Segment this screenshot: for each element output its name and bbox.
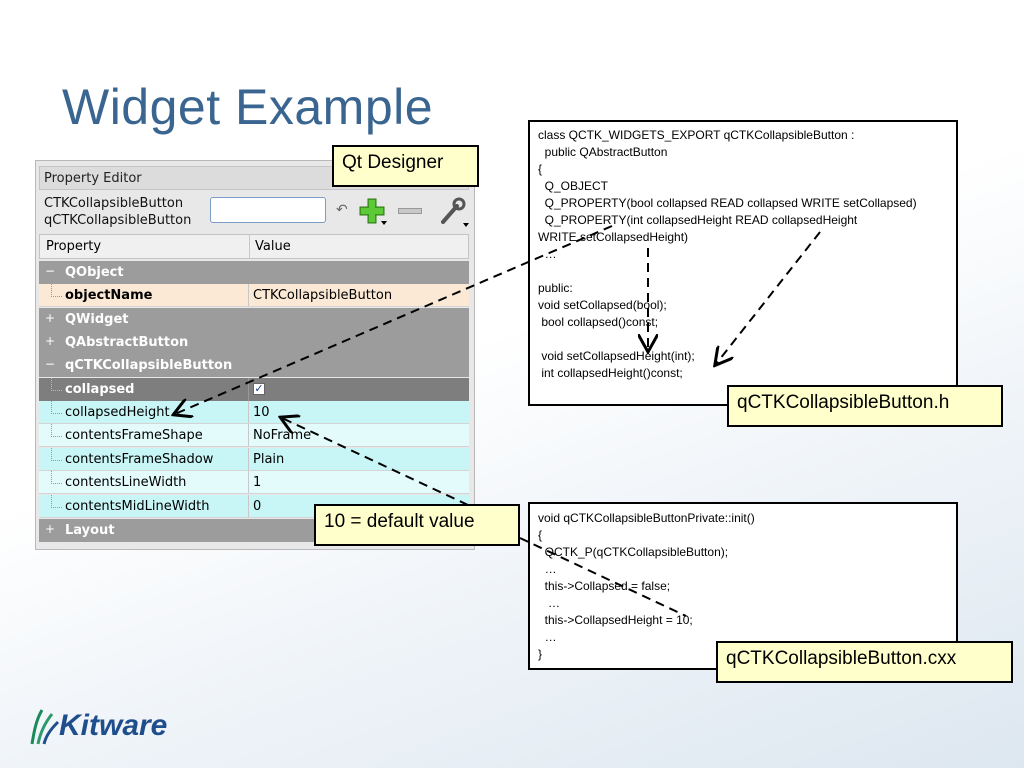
arrow-from-init [519,537,687,617]
remove-icon[interactable] [398,208,422,214]
code-line: Q_PROPERTY(bool collapsed READ collapsed… [538,196,917,210]
table-header: Property Value [39,234,469,259]
code-line: public QAbstractButton [538,145,668,159]
code-line: … [538,562,557,576]
sort-icon[interactable]: ↶ [336,202,348,218]
code-line: bool collapsed()const; [538,315,659,329]
property-row-objectname[interactable]: objectName CTKCollapsibleButton [39,284,469,307]
object-name-line-2: qCTKCollapsibleButton [44,213,192,228]
callout-default-value: 10 = default value [314,504,520,546]
object-name-display: CTKCollapsibleButton qCTKCollapsibleButt… [44,195,191,229]
column-header-value[interactable]: Value [249,235,470,258]
column-header-property[interactable]: Property [46,239,102,254]
kitware-logo: Kitware [28,706,167,750]
group-row-qobject[interactable]: − QObject [39,261,469,284]
add-icon[interactable] [357,196,387,230]
property-editor-title: Property Editor [44,171,142,186]
expand-icon[interactable]: + [45,311,56,325]
logo-text: Kitware [59,709,168,742]
callout-qt-designer: Qt Designer [332,145,479,187]
header-code-box: class QCTK_WIDGETS_EXPORT qCTKCollapsibl… [528,120,958,406]
code-line: void setCollapsedHeight(int); [538,349,695,363]
property-row-contentsframeshadow[interactable]: contentsFrameShadow Plain [39,448,469,471]
property-row-contentslinewidth[interactable]: contentsLineWidth 1 [39,471,469,494]
callout-header-file: qCTKCollapsibleButton.h [727,385,1003,427]
code-line: Q_OBJECT [538,179,609,193]
code-line: void qCTKCollapsibleButtonPrivate::init(… [538,511,755,525]
kitware-leaf-icon [30,709,60,745]
slide-title: Widget Example [62,79,434,135]
code-line: int collapsedHeight()const; [538,366,683,380]
expand-icon[interactable]: + [45,522,56,536]
property-row-collapsed[interactable]: collapsed ✓ [39,378,469,401]
collapsed-checkbox[interactable]: ✓ [253,382,265,395]
property-row-collapsedheight[interactable]: collapsedHeight 10 [39,401,469,424]
callout-source-file: qCTKCollapsibleButton.cxx [716,641,1013,683]
code-line: this->Collapsed = false; [538,579,671,593]
code-line: QCTK_P(qCTKCollapsibleButton); [538,545,729,559]
group-row-qctkcollapsiblebutton[interactable]: − qCTKCollapsibleButton [39,354,469,377]
arrow-to-getter [716,231,821,364]
code-line: this->CollapsedHeight = 10; [538,613,693,627]
code-line: { [538,528,543,542]
code-line: } [538,647,543,661]
group-row-qabstractbutton[interactable]: + QAbstractButton [39,331,469,354]
configure-wrench-icon[interactable] [437,196,469,232]
code-line: void setCollapsed(bool); [538,298,667,312]
code-line: WRITE setCollapsedHeight) [538,230,689,244]
expand-icon[interactable]: + [45,334,56,348]
arrow-to-collapsedheight [175,225,613,414]
code-line: public: [538,281,573,295]
collapse-icon[interactable]: − [45,357,56,371]
group-row-qwidget[interactable]: + QWidget [39,308,469,331]
property-filter-input[interactable] [210,197,326,223]
object-name-line-1: CTKCollapsibleButton [44,196,184,211]
code-line: Q_PROPERTY(int collapsedHeight READ coll… [538,213,858,227]
code-line: class QCTK_WIDGETS_EXPORT qCTKCollapsibl… [538,128,855,142]
arrow-to-value-10 [282,418,469,506]
code-line: … [538,596,561,610]
code-line: { [538,162,543,176]
code-line: … [538,630,557,644]
collapse-icon[interactable]: − [45,264,56,278]
property-row-contentsframeshape[interactable]: contentsFrameShape NoFrame [39,424,469,447]
